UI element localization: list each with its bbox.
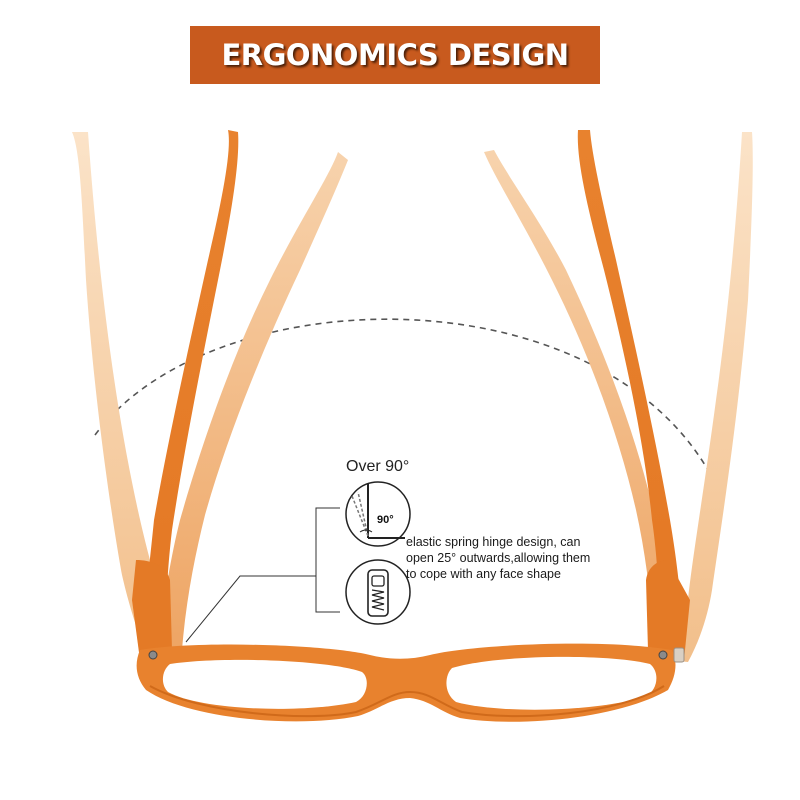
right-temple-inner [577,130,684,655]
angle-heading: Over 90° [346,458,410,475]
right-hinge-block [646,560,690,660]
left-hinge-screw [148,650,158,660]
hinge-description: elastic spring hinge design, can open 25… [406,534,590,582]
title-banner: ERGONOMICS DESIGN [190,26,600,84]
left-temple-outer [72,132,170,660]
description-line-2: open 25° outwards,allowing them [406,551,591,565]
leader-line [185,575,316,643]
right-hinge-screw [658,650,668,660]
hinge-angle-icon [345,481,411,547]
bracket-line [315,507,340,613]
description-line-1: elastic spring hinge design, can [406,535,581,549]
frame-shading [149,685,665,718]
left-temple-inner [142,130,239,660]
left-lens-opening [162,659,367,709]
spring-hinge-icon [345,559,411,625]
right-lens-opening [446,656,657,710]
angle-badge: 90° [377,514,394,526]
left-hinge-block [132,560,172,660]
description-line-3: to cope with any face shape [406,567,561,581]
banner-title: ERGONOMICS DESIGN [221,38,569,72]
left-temple-middle [158,152,348,650]
right-temple-outer [668,132,753,662]
